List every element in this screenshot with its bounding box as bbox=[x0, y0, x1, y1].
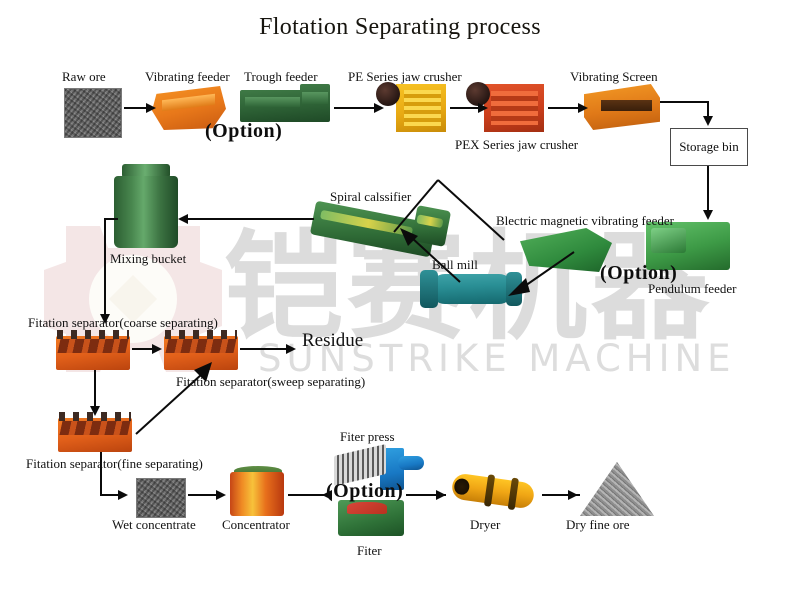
filter-press-cylinder bbox=[398, 456, 424, 470]
label-option-pendulum: (Option) bbox=[600, 262, 678, 284]
arrow-ore-to-feeder-line bbox=[124, 107, 148, 109]
filter-image bbox=[338, 500, 404, 536]
arrow-sweep-to-residue-head bbox=[286, 344, 296, 354]
arrow-dryer-to-ore-head bbox=[568, 490, 578, 500]
arrow-bucket-to-coarse-h bbox=[104, 218, 118, 220]
ball-mill-end-right bbox=[506, 272, 522, 306]
label-flotation-sweep: Fitation separator(sweep separating) bbox=[176, 374, 366, 389]
arrow-classifier-network bbox=[393, 179, 505, 241]
label-spiral-classifier: Spiral calssifier bbox=[330, 189, 412, 204]
arrow-bin-to-pendulum-line bbox=[707, 164, 709, 214]
arrow-pex-to-screen-head bbox=[578, 103, 588, 113]
arrow-fine-to-wet-head bbox=[118, 490, 128, 500]
label-filter: Fiter bbox=[357, 543, 382, 558]
label-em-feeder: Blectric magnetic vibrating feeder bbox=[496, 213, 674, 228]
vibrating-screen-image bbox=[584, 84, 660, 130]
arrow-coarse-to-sweep-head bbox=[152, 344, 162, 354]
arrow-conc-to-filter-line bbox=[288, 494, 328, 496]
arrow-trough-to-pe-line bbox=[334, 107, 376, 109]
arrow-coarse-to-fine-head bbox=[90, 406, 100, 416]
label-dry-fine-ore: Dry fine ore bbox=[566, 517, 630, 532]
arrow-sweep-to-residue-line bbox=[240, 348, 290, 350]
arrow-coarse-to-fine-line bbox=[94, 370, 96, 410]
dryer-image bbox=[450, 472, 536, 511]
flotation-fine-cells bbox=[59, 420, 131, 435]
flotation-sweep-tops bbox=[165, 329, 237, 339]
flotation-coarse-cells bbox=[57, 338, 129, 353]
label-residue: Residue bbox=[302, 330, 364, 351]
flotation-fine-image bbox=[58, 411, 132, 452]
label-flotation-coarse: Fitation separator(coarse separating) bbox=[28, 315, 218, 330]
label-trough-feeder: Trough feeder bbox=[244, 69, 318, 84]
label-raw-ore: Raw ore bbox=[62, 69, 106, 84]
arrow-classifier-to-bucket-head bbox=[178, 214, 188, 224]
mixing-bucket-image bbox=[114, 176, 178, 248]
storage-bin-box: Storage bin bbox=[670, 128, 748, 166]
arrow-fine-to-sweep bbox=[135, 362, 212, 435]
arrow-pex-to-screen-line bbox=[548, 107, 582, 109]
label-storage-bin: Storage bin bbox=[679, 139, 739, 154]
pe-crusher-flywheel bbox=[376, 82, 400, 106]
pex-crusher-image bbox=[484, 84, 544, 132]
arrow-classifier-to-bucket-line bbox=[186, 218, 314, 220]
pe-crusher-image bbox=[396, 84, 446, 132]
label-vibrating-screen: Vibrating Screen bbox=[570, 69, 658, 84]
label-vibrating-feeder: Vibrating feeder bbox=[145, 69, 230, 84]
dryer-ring-1 bbox=[483, 474, 496, 507]
flotation-fine-tops bbox=[59, 411, 131, 421]
ball-mill-image bbox=[430, 274, 514, 304]
label-wet-concentrate: Wet concentrate bbox=[112, 517, 196, 532]
arrow-pe-to-pex-line bbox=[450, 107, 482, 109]
arrow-trough-to-pe-head bbox=[374, 103, 384, 113]
arrow-dryer-to-ore-line bbox=[542, 494, 580, 496]
label-option-feeder: (Option) bbox=[205, 120, 283, 142]
dryer-ring-2 bbox=[507, 477, 519, 511]
arrow-emfeeder-to-ballmill bbox=[508, 251, 575, 296]
flotation-coarse-image bbox=[56, 329, 130, 370]
label-pex-crusher: PEX Series jaw crusher bbox=[455, 137, 579, 152]
arrow-wet-to-conc-line bbox=[188, 494, 220, 496]
ball-mill-end-left bbox=[420, 270, 438, 308]
arrow-fine-to-wet-v bbox=[100, 452, 102, 496]
arrow-screen-to-bin-head bbox=[703, 116, 713, 126]
label-dryer: Dryer bbox=[470, 517, 501, 532]
arrow-wet-to-conc-head bbox=[216, 490, 226, 500]
arrow-ore-to-feeder-head bbox=[146, 103, 156, 113]
vibrating-feeder-image bbox=[152, 86, 226, 130]
label-pe-crusher: PE Series jaw crusher bbox=[348, 69, 462, 84]
arrow-bucket-to-coarse-v bbox=[104, 218, 106, 318]
pex-crusher-flywheel bbox=[466, 82, 490, 106]
dryer-mouth bbox=[453, 477, 471, 496]
arrow-filter-to-dryer-line bbox=[406, 494, 446, 496]
arrow-coarse-to-sweep-line bbox=[132, 348, 156, 350]
arrow-pe-to-pex-head bbox=[478, 103, 488, 113]
concentrator-image bbox=[230, 472, 284, 516]
trough-feeder-image bbox=[240, 90, 308, 122]
arrow-bin-to-pendulum-head bbox=[703, 210, 713, 220]
label-filter-press: Fiter press bbox=[340, 429, 395, 444]
label-pendulum-feeder: Pendulum feeder bbox=[648, 281, 737, 296]
arrow-ballmill-to-classifier bbox=[400, 228, 461, 283]
label-option-filter: (Option) bbox=[326, 480, 404, 502]
arrow-fine-to-wet-h bbox=[100, 494, 122, 496]
page-title: Flotation Separating process bbox=[259, 14, 541, 40]
arrow-filter-to-dryer-head bbox=[436, 490, 446, 500]
arrow-screen-to-bin-v bbox=[707, 101, 709, 119]
flotation-sweep-cells bbox=[165, 338, 237, 353]
raw-ore-image bbox=[64, 88, 122, 138]
label-flotation-fine: Fitation separator(fine separating) bbox=[26, 456, 203, 471]
arrow-screen-to-bin-h bbox=[660, 101, 708, 103]
wet-concentrate-image bbox=[136, 478, 186, 518]
label-concentrator: Concentrator bbox=[222, 517, 290, 532]
pendulum-feeder-image bbox=[646, 222, 730, 270]
flotation-coarse-tops bbox=[57, 329, 129, 339]
arrow-conc-to-filter-head bbox=[322, 490, 332, 500]
label-ball-mill: Ball mill bbox=[432, 257, 478, 272]
trough-feeder-motor bbox=[300, 84, 330, 122]
label-mixing-bucket: Mixing bucket bbox=[110, 251, 187, 266]
mixing-bucket-top bbox=[122, 164, 170, 178]
